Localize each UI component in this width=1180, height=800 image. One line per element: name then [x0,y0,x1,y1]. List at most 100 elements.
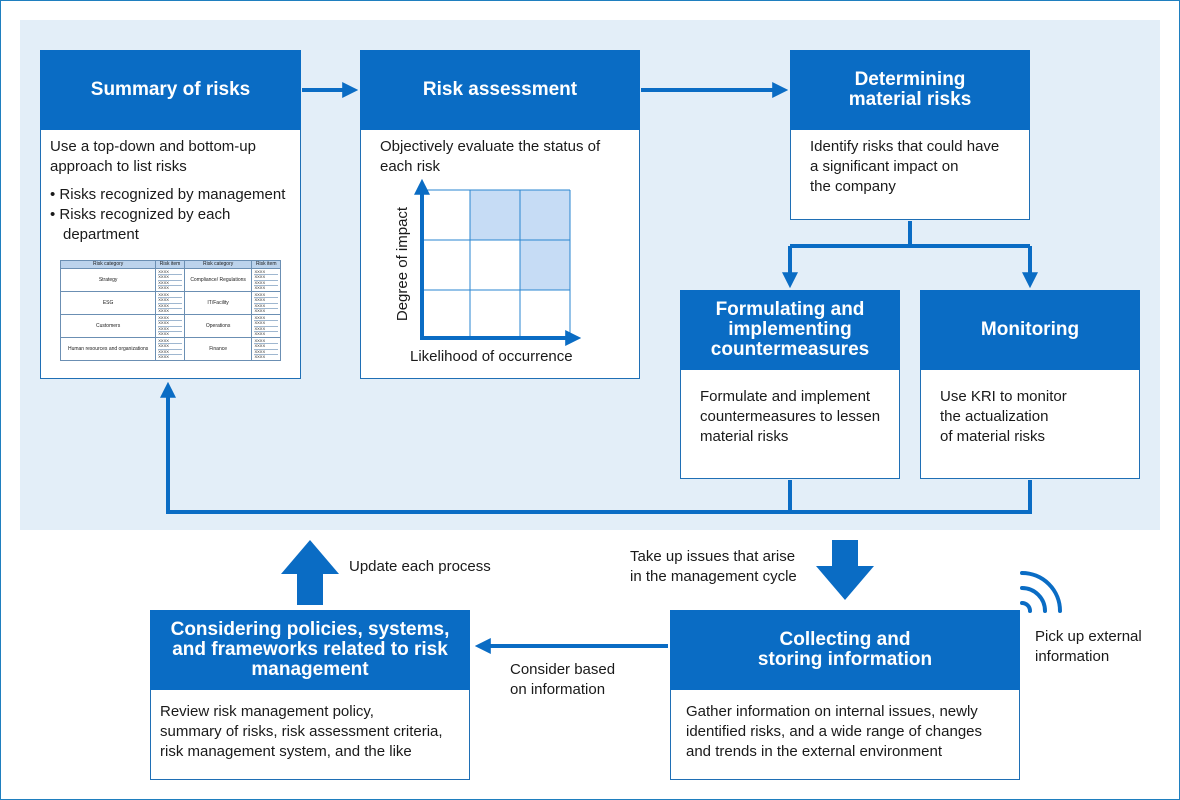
table-category-cell: Operations [183,314,253,338]
policies-title: Considering policies, systems, and frame… [150,610,470,690]
monitoring-title: Monitoring [920,290,1140,370]
text-line: risk management system, and the like [160,743,412,760]
countermeasures-title: Formulating and implementing countermeas… [680,290,900,370]
text-line: Objectively evaluate the status of [380,138,601,155]
risk-item-entry: XXXX [254,326,278,332]
update-label: Update each process [349,558,491,575]
table-category-cell: ESG [59,291,157,315]
text-line: identified risks, and a wide range of ch… [686,723,983,740]
risk-item-entry: XXXX [254,354,266,359]
table-category-cell: Finance [183,337,253,361]
table-category-cell: IT/Facility [183,291,253,315]
text-line: information [1035,648,1110,665]
text-line: Review risk management policy, [160,703,374,720]
policies-text: Review risk management policy, summary o… [160,702,443,762]
text-line: the actualization [940,408,1049,425]
risk-matrix-grid [420,189,571,340]
risk-item-entry: XXXX [254,303,278,309]
pick-up-label: Pick up external information [1035,627,1142,667]
take-up-arrow-icon [816,540,874,600]
text-line: each risk [380,158,441,175]
text-line: Take up issues that arise [630,548,796,565]
text-line: on information [510,681,606,698]
text-line: approach to list risks [50,158,187,175]
risk-item-entry: XXXX [254,280,278,286]
risk-item-entry: XXXX [158,275,182,281]
material-risks-title: Determining material risks [790,50,1030,130]
risk-item-entry: XXXX [158,344,182,350]
risk-item-entry: XXXX [158,292,182,298]
risk-item-entry: XXXX [254,321,278,327]
risk-item-entry: XXXX [254,344,278,350]
risk-item-entry: XXXX [158,269,182,275]
risk-item-entry: XXXX [158,331,169,336]
x-axis-label: Likelihood of occurrence [410,348,573,365]
connector-material-split [790,221,1030,248]
risk-item-entry: XXXX [158,285,169,290]
risk-item-entry: XXXX [158,280,182,286]
risk-item-entry: XXXX [254,275,278,281]
text-line: Gather information on internal issues, n… [686,703,978,720]
collecting-title: Collecting and storing information [670,610,1020,690]
risk-item-entry: XXXX [158,308,169,313]
risk-item-entry: XXXX [254,349,278,355]
update-arrow-icon [281,540,339,605]
table-category-cell: Human resources and organizations [59,337,157,361]
feedback-loop-connector [168,480,1032,514]
risk-item-entry: XXXX [158,326,182,332]
risk-assessment-text: Objectively evaluate the status of each … [380,137,600,177]
summary-of-risks-title: Summary of risks [40,50,301,130]
countermeasures-text: Formulate and implement countermeasures … [700,387,880,447]
risk-assessment-title: Risk assessment [360,50,640,130]
summary-of-risks-text: Use a top-down and bottom-up approach to… [50,137,285,245]
text-line: summary of risks, risk assessment criter… [160,723,443,740]
risk-item-entry: XXXX [158,349,182,355]
risk-item-entry: XXXX [254,338,278,344]
matrix-cell-highlight [470,190,520,240]
matrix-cell-highlight [520,240,570,290]
collecting-text: Gather information on internal issues, n… [686,702,982,762]
bullet-item: • Risks recognized by each [50,206,231,223]
text-line: Identify risks that could have [810,138,1000,155]
text-line: Pick up external [1035,628,1142,645]
risk-item-entry: XXXX [158,338,182,344]
text-line: of material risks [940,428,1046,445]
risk-item-entry: XXXX [254,331,266,336]
risk-item-entry: XXXX [254,285,266,290]
take-up-label: Take up issues that arise in the managem… [630,547,797,587]
text-line: a significant impact on [810,158,959,175]
table-category-cell: Strategy [59,268,157,292]
text-line: Use KRI to monitor [940,388,1067,405]
monitoring-text: Use KRI to monitor the actualization of … [940,387,1067,447]
risk-item-entry: XXXX [254,315,278,321]
text-line: the company [810,178,896,195]
risk-item-entry: XXXX [254,292,278,298]
risk-item-entry: XXXX [254,308,266,313]
text-line: countermeasures to lessen [700,408,881,425]
text-line: in the management cycle [630,568,797,585]
risk-item-entry: XXXX [158,321,182,327]
text-line: Formulate and implement [700,388,871,405]
text-line: Use a top-down and bottom-up [50,138,256,155]
risk-item-entry: XXXX [254,269,278,275]
signal-icon [1020,571,1062,613]
consider-label: Consider based on information [510,660,615,700]
risk-item-entry: XXXX [158,354,169,359]
risk-list-table: Risk category Risk item Risk category Ri… [59,260,281,361]
risk-item-entry: XXXX [158,298,182,304]
risk-item-entry: XXXX [158,303,182,309]
risk-item-entry: XXXX [254,298,278,304]
text-line: Consider based [510,661,616,678]
material-risks-text: Identify risks that could have a signifi… [810,137,999,197]
table-category-cell: Compliance/ Regulations [183,268,253,292]
bullet-item-continued: department [63,226,139,243]
bullet-item: • Risks recognized by management [50,186,286,203]
text-line: material risks [700,428,789,445]
text-line: and trends in the external environment [686,743,942,760]
